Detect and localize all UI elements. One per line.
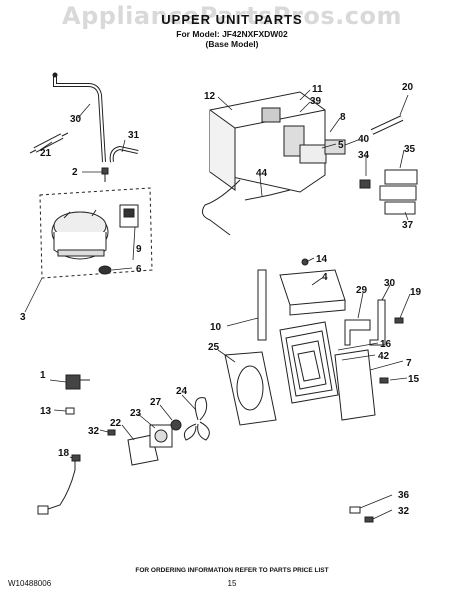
callout-11: 11 (312, 84, 323, 95)
part-panel-40 (334, 349, 376, 421)
part-grommet (98, 265, 112, 275)
callout-23: 23 (130, 408, 142, 419)
part-screw-15 (379, 377, 389, 384)
callout-20: 20 (402, 82, 414, 93)
callout-40: 42 (378, 351, 390, 362)
watermark: AppliancePartsPros.com (62, 2, 402, 30)
callout-15: 15 (408, 374, 420, 385)
callout-4: 4 (322, 272, 328, 283)
part-compressor (51, 209, 109, 260)
callout-28: 29 (356, 285, 368, 296)
callout-44: 44 (256, 168, 268, 179)
callout-22: 22 (110, 418, 122, 429)
part-capacitor (65, 374, 90, 390)
callout-13: 13 (40, 406, 52, 417)
callout-39: 39 (310, 96, 322, 107)
part-bracket-28 (344, 319, 371, 346)
part-condenser-coil (279, 321, 339, 404)
callout-31: 31 (128, 130, 140, 141)
callout-29: 30 (384, 278, 396, 289)
page-number: 15 (227, 579, 237, 588)
callout-37: 37 (402, 220, 414, 231)
page-title: UPPER UNIT PARTS (161, 12, 303, 27)
callout-12: 12 (204, 91, 216, 102)
part-strip (257, 269, 267, 341)
part-screw-32b (364, 516, 374, 523)
part-connector (359, 179, 371, 189)
ordering-info: FOR ORDERING INFORMATION REFER TO PARTS … (135, 567, 329, 574)
part-screw (101, 167, 109, 182)
part-36 (349, 506, 361, 514)
callout-42: 40 (358, 134, 370, 145)
callout-3: 3 (20, 312, 26, 323)
part-bracket-29 (369, 299, 386, 346)
callout-14: 14 (316, 254, 328, 265)
callout-25: 25 (208, 342, 220, 353)
callout-5: 5 (338, 140, 344, 151)
part-wire-harness (37, 454, 81, 515)
callout-19: 19 (410, 287, 422, 298)
model-line: For Model: JF42NXFXDW02 (176, 29, 288, 39)
part-shroud-bracket (279, 269, 346, 316)
part-fan-shroud (224, 351, 277, 426)
callout-35: 35 (404, 144, 416, 155)
model-subtitle: (Base Model) (205, 39, 259, 49)
callout-27: 27 (150, 397, 162, 408)
callout-34: 34 (358, 150, 370, 161)
part-fan-motor (149, 424, 173, 448)
callout-36: 36 (398, 490, 410, 501)
callout-30: 30 (70, 114, 82, 125)
callout-24: 24 (176, 386, 188, 397)
document-number: W10488006 (8, 579, 52, 588)
part-suction-tube (109, 145, 139, 163)
callout-10: 10 (210, 322, 222, 333)
callout-16: 16 (380, 339, 392, 350)
callout-7: 7 (406, 358, 412, 369)
callout-6: 6 (136, 264, 142, 275)
callout-8: 8 (340, 112, 346, 123)
part-fan-hub (170, 419, 182, 431)
part-tube (52, 72, 106, 163)
callout-labels: 30 21 31 2 12 11 39 8 5 20 40 34 44 35 3… (20, 82, 422, 517)
callout-9: 9 (136, 244, 142, 255)
part-screw-14 (301, 258, 309, 266)
part-clip (65, 407, 75, 415)
part-control-box (201, 91, 346, 236)
callout-21: 21 (40, 148, 52, 159)
part-screw-19 (394, 317, 404, 324)
callout-1: 1 (40, 370, 46, 381)
callout-18: 18 (58, 448, 70, 459)
part-screw-32a (107, 429, 116, 436)
part-relay (119, 204, 139, 228)
part-harness-boxes (379, 169, 418, 215)
part-heater (370, 115, 404, 135)
part-fan-blade (183, 397, 210, 441)
callout-2: 2 (72, 167, 78, 178)
callout-32-left: 32 (88, 426, 100, 437)
callout-32-right: 32 (398, 506, 410, 517)
part-filter-dryer (29, 132, 69, 154)
